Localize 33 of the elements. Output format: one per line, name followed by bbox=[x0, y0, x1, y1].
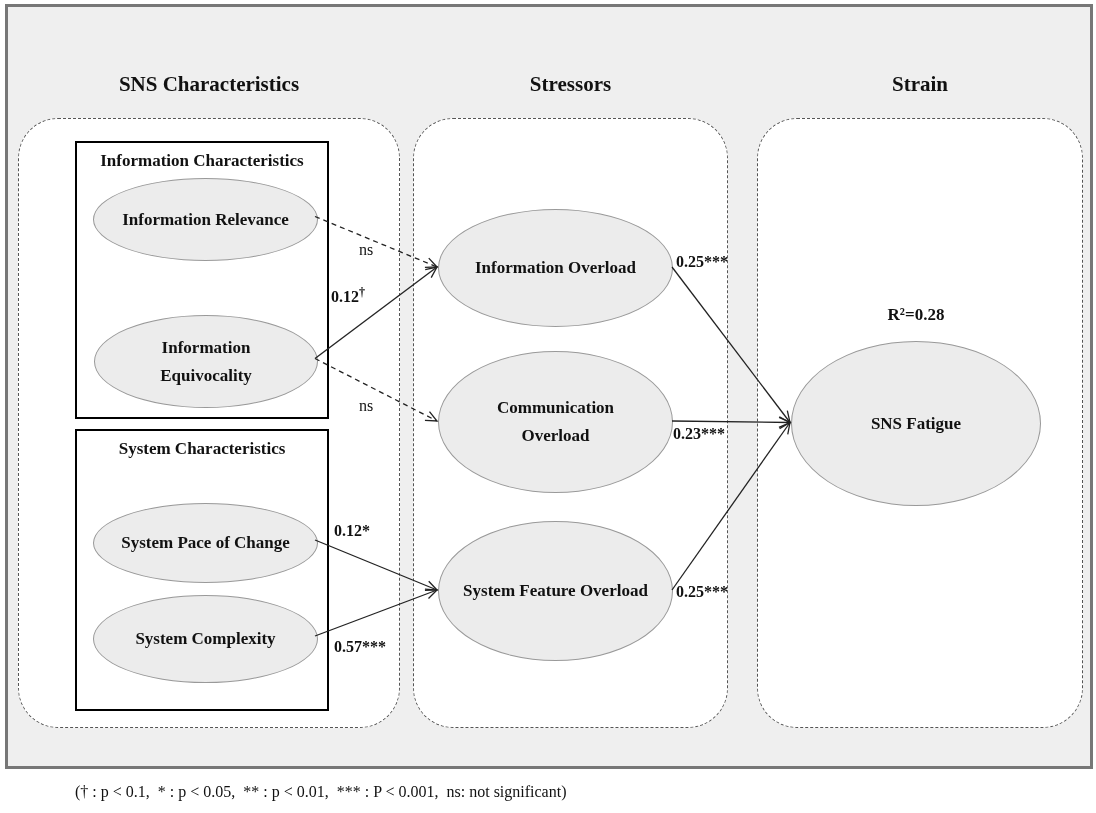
construct-name: System Pace of Change bbox=[121, 532, 290, 554]
path-arrow bbox=[671, 266, 791, 424]
edge-label: 0.57*** bbox=[333, 637, 387, 657]
construct-name: Information Equivocality bbox=[159, 336, 253, 387]
group-title: Information Characteristics bbox=[99, 150, 305, 172]
path-arrow bbox=[314, 215, 438, 269]
path-arrow bbox=[671, 416, 791, 428]
construct-name: Information Overload bbox=[475, 257, 636, 279]
path-arrow bbox=[671, 421, 791, 591]
panel-heading: SNS Characteristics bbox=[117, 71, 301, 98]
construct-name: SNS Fatigue bbox=[870, 412, 962, 435]
construct-name: System Feature Overload bbox=[463, 580, 648, 602]
path-arrow bbox=[314, 357, 438, 422]
panel-heading: Strain bbox=[891, 71, 949, 98]
path-arrow bbox=[314, 588, 438, 637]
path-arrow bbox=[314, 266, 438, 360]
edge-label: ns bbox=[358, 396, 375, 416]
group-box bbox=[75, 141, 329, 419]
edge-label: ns bbox=[358, 240, 375, 260]
edge-label: 0.12* bbox=[333, 521, 371, 541]
r-squared-label: R²=0.28 bbox=[886, 304, 946, 326]
edge-label: 0.25*** bbox=[675, 252, 729, 272]
edge-label: 0.12$^{†}$ bbox=[330, 287, 366, 307]
path-arrow bbox=[314, 539, 438, 592]
construct-name: System Complexity bbox=[135, 628, 276, 650]
edge-label: 0.23*** bbox=[672, 424, 726, 444]
construct-name: Information Relevance bbox=[122, 208, 289, 231]
panel-heading: Stressors bbox=[528, 71, 613, 98]
edge-label: 0.25*** bbox=[675, 582, 729, 602]
construct-name: Communication Overload bbox=[495, 397, 616, 447]
group-box bbox=[75, 429, 329, 711]
caption: († : p < 0.1, * : p < 0.05, ** : p < 0.01, *** : P < 0.001, ns: not significant) bbox=[75, 782, 567, 803]
group-title: System Characteristics bbox=[117, 438, 287, 460]
